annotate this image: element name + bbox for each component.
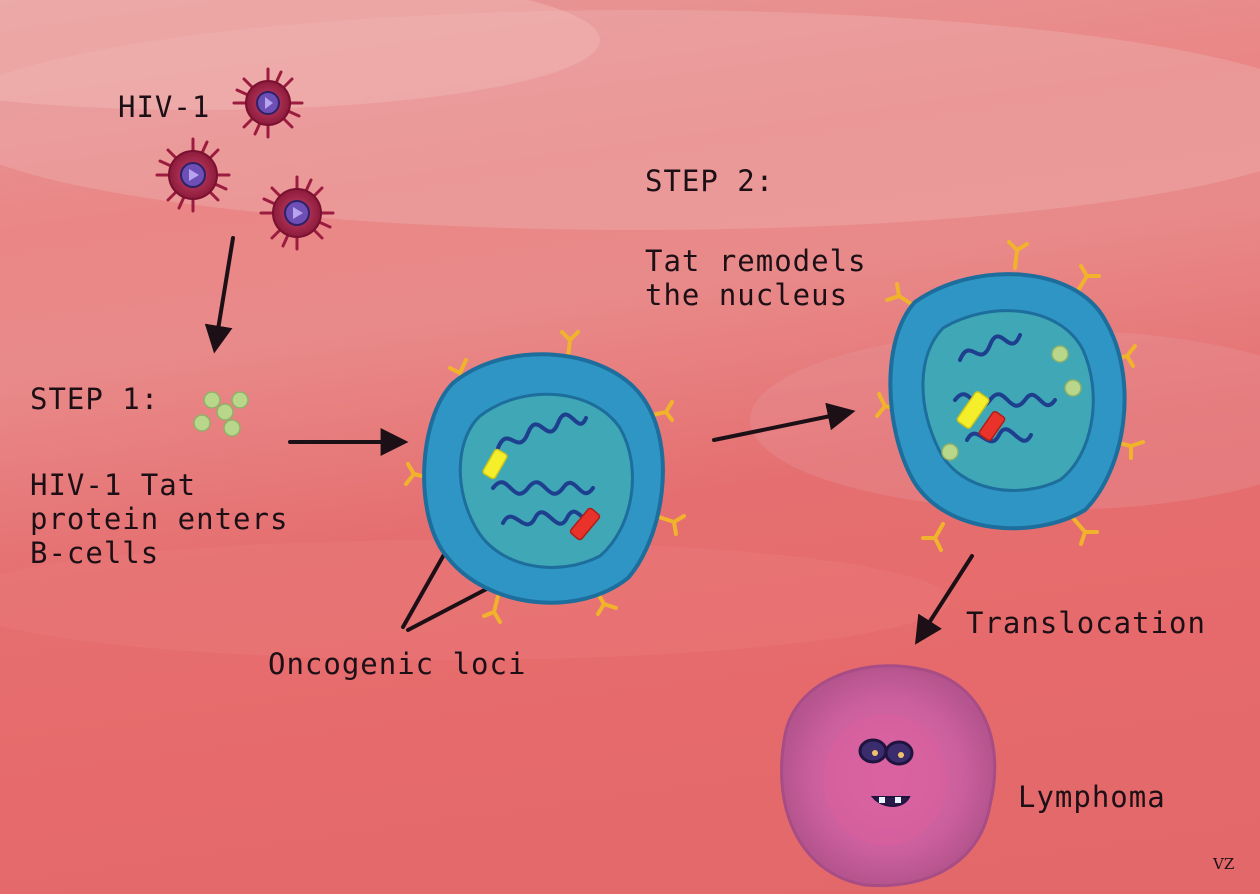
hiv-label: HIV-1: [118, 90, 211, 124]
translocation-label: Translocation: [966, 606, 1206, 640]
background-texture: [0, 0, 1260, 660]
b-cell-icon: [404, 330, 686, 624]
tat-protein-icon: [193, 391, 249, 437]
step2-description: Tat remodels the nucleus: [645, 244, 867, 312]
hiv-virus-icon: [259, 175, 335, 251]
step2-title: STEP 2:: [645, 164, 775, 198]
arrow-translocation: [914, 554, 974, 645]
hiv-virus-icon: [232, 67, 304, 139]
lymphoma-mouth-icon: [870, 796, 911, 807]
step1-title: STEP 1:: [30, 382, 160, 416]
hiv-virus-icon: [155, 137, 231, 213]
lymphoma-cell-icon: [780, 664, 997, 888]
step1-description: HIV-1 Tat protein enters B-cells: [30, 468, 289, 570]
lymphoma-eyes-icon: [858, 738, 914, 766]
oncogenic-loci-label: Oncogenic loci: [268, 647, 527, 681]
arrow-virus-to-step1: [204, 236, 235, 354]
lymphoma-label: Lymphoma: [1018, 780, 1166, 814]
arrow-cell-to-remodeled-cell: [712, 402, 856, 442]
remodeled-b-cell-icon: [875, 240, 1145, 552]
artist-signature: VZ: [1213, 855, 1235, 873]
